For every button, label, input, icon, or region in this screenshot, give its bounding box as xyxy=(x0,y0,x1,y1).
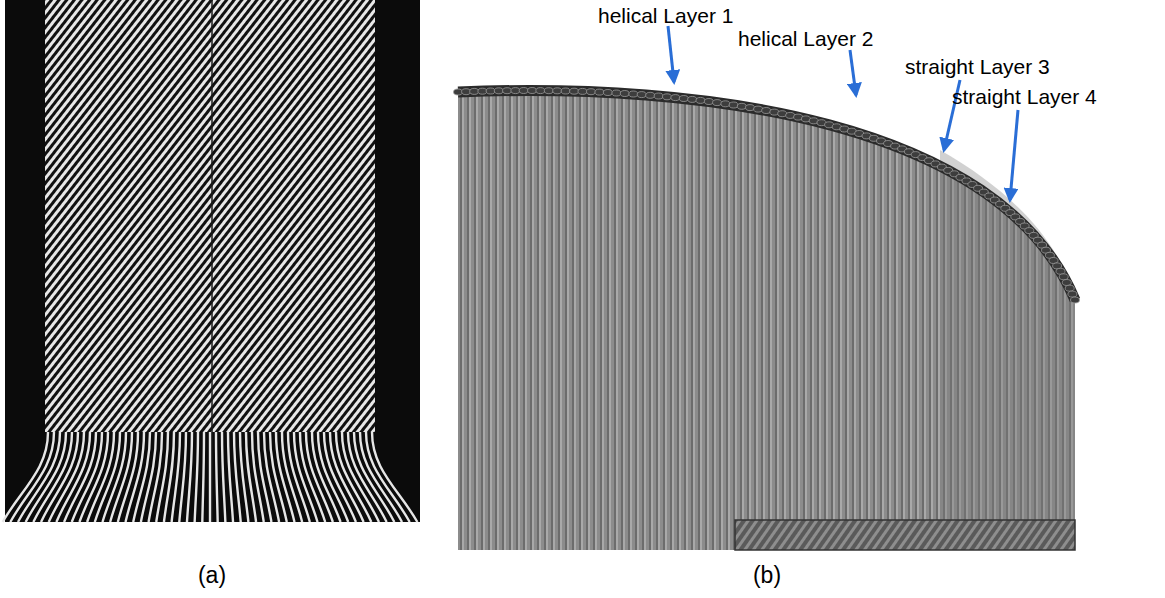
flare-stripe xyxy=(276,432,294,522)
wire-section xyxy=(544,88,553,94)
wire-section xyxy=(654,93,663,99)
wire-section xyxy=(503,88,512,94)
wire-section xyxy=(462,89,471,95)
wire-section xyxy=(519,88,528,94)
wall-shading xyxy=(940,150,1075,520)
cylinder-wall xyxy=(458,91,1075,550)
flare-stripe xyxy=(133,432,150,522)
wire-section xyxy=(1065,285,1074,291)
flare-stripe xyxy=(187,432,192,522)
flare-stripe xyxy=(79,432,108,522)
wire-section xyxy=(721,101,730,107)
wire-section xyxy=(704,99,713,105)
wire-section xyxy=(603,90,612,96)
wire-section xyxy=(587,89,596,95)
leader-arrow xyxy=(850,50,856,95)
wire-section xyxy=(696,97,705,103)
wire-section xyxy=(754,106,763,112)
flare-stripe xyxy=(209,432,211,522)
wire-section xyxy=(713,100,722,106)
leader-arrow xyxy=(668,26,674,82)
flare-stripe xyxy=(149,432,162,522)
flare-stripe xyxy=(126,432,144,522)
flare-stripe xyxy=(216,432,218,522)
wire-section xyxy=(1068,291,1077,297)
flare-stripe xyxy=(282,432,302,522)
flare-stripe xyxy=(202,432,204,522)
rim-wires xyxy=(454,88,1080,304)
wire-section xyxy=(612,90,621,96)
wire-section xyxy=(737,103,746,109)
flare-stripe xyxy=(179,432,186,522)
wire-section xyxy=(620,91,629,97)
wire-section xyxy=(595,89,604,95)
wire-section xyxy=(511,88,520,94)
flare-stripe xyxy=(141,432,156,522)
wire-section xyxy=(663,94,672,100)
flare-stripe xyxy=(228,432,233,522)
wire-section xyxy=(1062,280,1071,286)
layer-label: straight Layer 3 xyxy=(905,55,1050,78)
wire-section xyxy=(561,88,570,94)
wire-section xyxy=(1071,297,1080,303)
wire-section xyxy=(454,89,463,95)
flare-stripe xyxy=(72,432,102,522)
leader-arrow xyxy=(1010,110,1018,200)
wire-section xyxy=(629,91,638,97)
layer-label: helical Layer 1 xyxy=(598,4,733,27)
wire-section xyxy=(688,96,697,102)
wire-section xyxy=(536,88,545,94)
wire-section xyxy=(578,88,587,94)
flare-stripe xyxy=(372,432,417,522)
wire-section xyxy=(486,88,495,94)
wire-section xyxy=(729,102,738,108)
cutaway-layer xyxy=(735,520,1075,550)
wire-section xyxy=(528,88,537,94)
wire-section xyxy=(1059,274,1068,280)
wire-section xyxy=(646,92,655,98)
wire-section xyxy=(553,88,562,94)
rim xyxy=(458,91,1075,300)
flare-stripe xyxy=(172,432,180,522)
layer-label: straight Layer 4 xyxy=(952,85,1097,108)
center-line xyxy=(211,0,213,522)
wire-section xyxy=(637,92,646,98)
wire-section xyxy=(679,96,688,102)
layer-label: helical Layer 2 xyxy=(738,27,873,50)
flare-stripes xyxy=(3,432,418,522)
flare-stripe xyxy=(195,432,198,522)
panel-label: (b) xyxy=(753,563,781,588)
flare-stripe xyxy=(222,432,225,522)
helical-stripes xyxy=(45,0,375,432)
wire-section xyxy=(470,88,479,94)
wire-section xyxy=(671,95,680,101)
panel-label: (a) xyxy=(198,563,226,588)
wire-section xyxy=(494,88,503,94)
wire-section xyxy=(570,88,579,94)
flare-stripe xyxy=(270,432,287,522)
wire-section xyxy=(1056,268,1065,274)
xray-background xyxy=(5,0,420,522)
wire-section xyxy=(746,105,755,111)
wire-section xyxy=(762,108,771,114)
wire-section xyxy=(478,88,487,94)
